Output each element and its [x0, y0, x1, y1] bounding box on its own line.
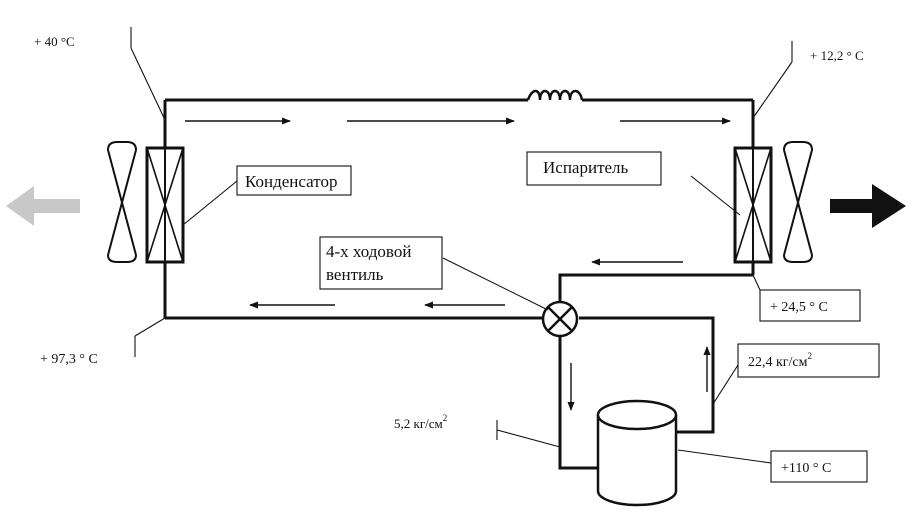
condenser-label: Конденсатор: [245, 172, 337, 191]
low-pressure-reading: 5,2 кг/см2: [394, 413, 447, 431]
compressor-icon: [596, 399, 678, 507]
temp-top-left: + 40 °C: [34, 34, 75, 49]
valve-label-box: [319, 236, 443, 290]
condenser-label-box: [236, 165, 352, 196]
valve-label-line2: вентиль: [326, 265, 384, 284]
evaporator-coil: [733, 146, 773, 264]
valve-label-line1: 4-х ходовой: [326, 242, 411, 261]
temp-evap-out: + 24,5 ° C: [770, 300, 828, 315]
high-pressure-box: [737, 343, 880, 378]
label-boxes: [236, 151, 880, 483]
evaporator-label: Испаритель: [543, 158, 629, 177]
leader-lines: [130, 27, 793, 464]
high-pressure-sup: 2: [808, 351, 813, 361]
high-pressure-reading: 22,4 кг/см2: [748, 351, 812, 370]
evap-to-valve-pipe: [558, 273, 753, 302]
temp-compressor: +110 ° C: [781, 461, 831, 476]
capillary-coil-icon: [526, 89, 584, 101]
temp-top-right: + 12,2 ° C: [810, 48, 864, 63]
four-way-valve-icon: [541, 300, 579, 338]
compressor-temp-box: [770, 450, 868, 483]
evaporator-label-box: [526, 151, 662, 186]
suction-pipe: [558, 336, 598, 470]
fan-icon: [107, 141, 137, 263]
low-pressure-value: 5,2 кг/см: [394, 416, 443, 431]
low-pressure-sup: 2: [443, 413, 448, 423]
condenser-coil: [145, 146, 185, 264]
piping: [163, 98, 755, 470]
air-out-arrow-icon: [6, 186, 80, 226]
evap-out-temp-box: [759, 289, 861, 322]
air-out-arrow-icon: [830, 184, 906, 228]
discharge-pipe: [579, 316, 715, 434]
flow-arrows: [185, 117, 731, 411]
fan-icon: [783, 141, 813, 263]
high-pressure-value: 22,4 кг/см: [748, 355, 808, 370]
temp-bottom-left: + 97,3 ° C: [40, 352, 98, 367]
